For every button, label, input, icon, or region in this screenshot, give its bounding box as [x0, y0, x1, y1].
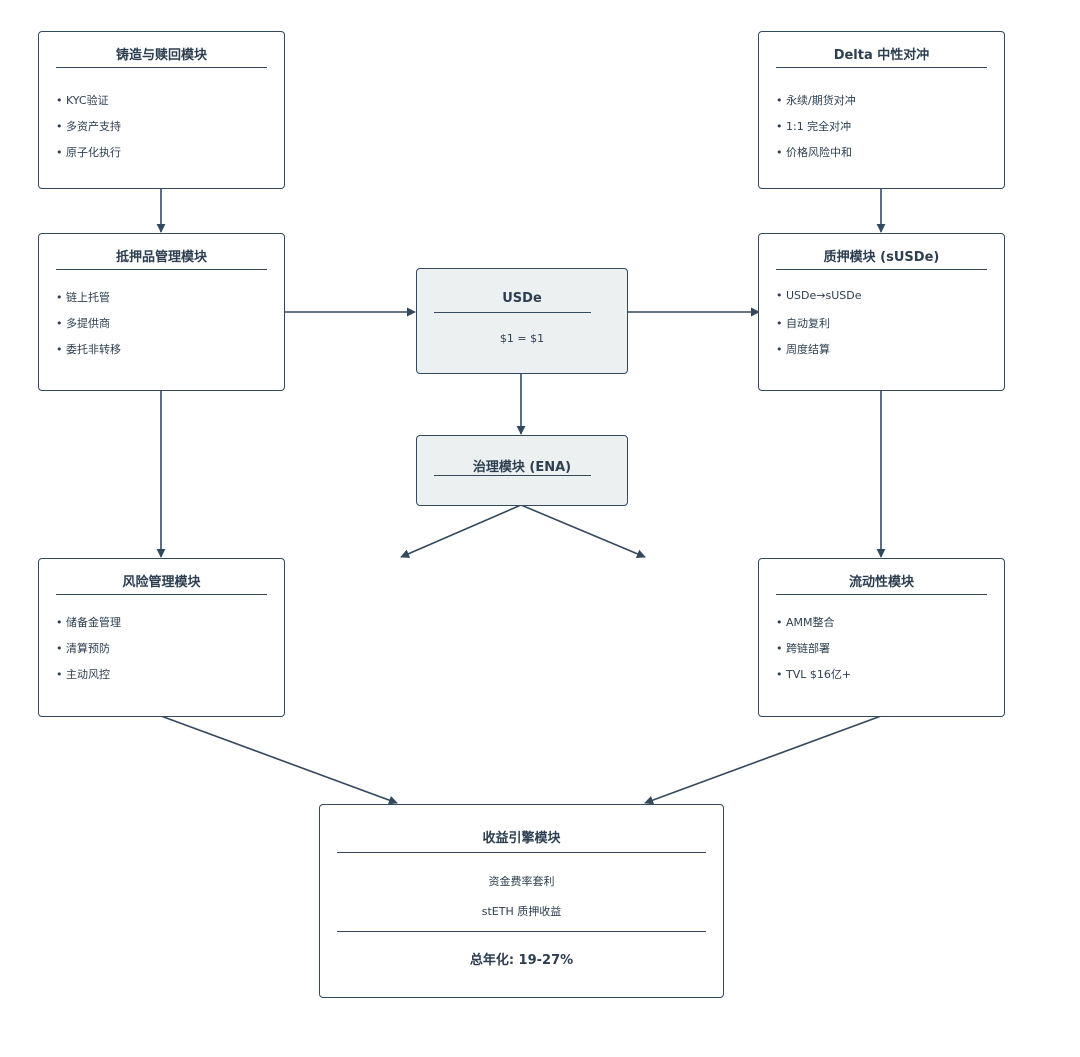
node-title: 抵押品管理模块: [115, 250, 207, 265]
node-title: Delta 中性对冲: [833, 48, 930, 63]
yield-source-line: 资金费率套利: [488, 875, 555, 888]
node-item: • KYC验证: [56, 94, 109, 107]
node-item: • 价格风险中和: [776, 146, 852, 159]
node-title: 风险管理模块: [122, 575, 201, 590]
node-item: • 1:1 完全对冲: [776, 120, 852, 133]
title-rule: [776, 594, 987, 595]
node-title: 铸造与赎回模块: [115, 48, 207, 63]
collateral-node: 抵押品管理模块 • 链上托管 • 多提供商 • 委托非转移: [38, 233, 285, 391]
node-item: • 永续/期货对冲: [776, 94, 856, 107]
node-item: • AMM整合: [776, 616, 835, 629]
edge-governance-lower-right: [520, 504, 646, 559]
node-title: USDe: [502, 291, 542, 306]
edge-risk-to-yield: [160, 715, 398, 805]
node-title: 质押模块 (sUSDe): [823, 250, 940, 265]
node-item: • TVL $16亿+: [776, 668, 852, 681]
node-item: • 委托非转移: [56, 343, 121, 356]
yield-engine-node: 收益引擎模块 资金费率套利 stETH 质押收益 总年化: 19-27%: [319, 804, 724, 998]
total-apy-label: 总年化: 19-27%: [469, 953, 574, 968]
governance-node: 治理模块 (ENA): [416, 435, 628, 506]
node-title: 流动性模块: [848, 575, 914, 590]
title-rule: [776, 67, 987, 68]
title-rule: [434, 312, 591, 313]
staking-node: 质押模块 (sUSDe) • USDe→sUSDe • 自动复利 • 周度结算: [758, 233, 1005, 391]
title-rule: [56, 594, 267, 595]
node-item: • 周度结算: [776, 343, 830, 356]
title-rule: [56, 67, 267, 68]
yield-source-line: stETH 质押收益: [481, 905, 562, 918]
node-item: • 原子化执行: [56, 146, 121, 159]
edge-governance-lower-left: [400, 504, 522, 558]
node-item: • 储备金管理: [56, 616, 121, 629]
node-title: 治理模块 (ENA): [472, 460, 572, 475]
title-rule: [434, 475, 591, 476]
edge-liquidity-to-yield: [644, 715, 882, 805]
mint-redeem-node: 铸造与赎回模块 • KYC验证 • 多资产支持 • 原子化执行: [38, 31, 285, 189]
node-item: • 链上托管: [56, 291, 110, 304]
node-item: • 清算预防: [56, 642, 110, 655]
title-rule: [56, 269, 267, 270]
usde-node: USDe $1 = $1: [416, 268, 628, 374]
risk-node: 风险管理模块 • 储备金管理 • 清算预防 • 主动风控: [38, 558, 285, 717]
node-item: • 多提供商: [56, 317, 110, 330]
delta-hedge-node: Delta 中性对冲 • 永续/期货对冲 • 1:1 完全对冲 • 价格风险中和: [758, 31, 1005, 189]
usde-peg-label: $1 = $1: [499, 332, 545, 345]
liquidity-node: 流动性模块 • AMM整合 • 跨链部署 • TVL $16亿+: [758, 558, 1005, 717]
node-item: • 主动风控: [56, 668, 110, 681]
total-divider: [337, 931, 706, 932]
title-rule: [776, 269, 987, 270]
node-item: • USDe→sUSDe: [776, 289, 862, 302]
node-title: 收益引擎模块: [482, 831, 561, 846]
title-rule: [337, 852, 706, 853]
node-item: • 多资产支持: [56, 120, 121, 133]
node-item: • 跨链部署: [776, 642, 830, 655]
node-item: • 自动复利: [776, 317, 830, 330]
